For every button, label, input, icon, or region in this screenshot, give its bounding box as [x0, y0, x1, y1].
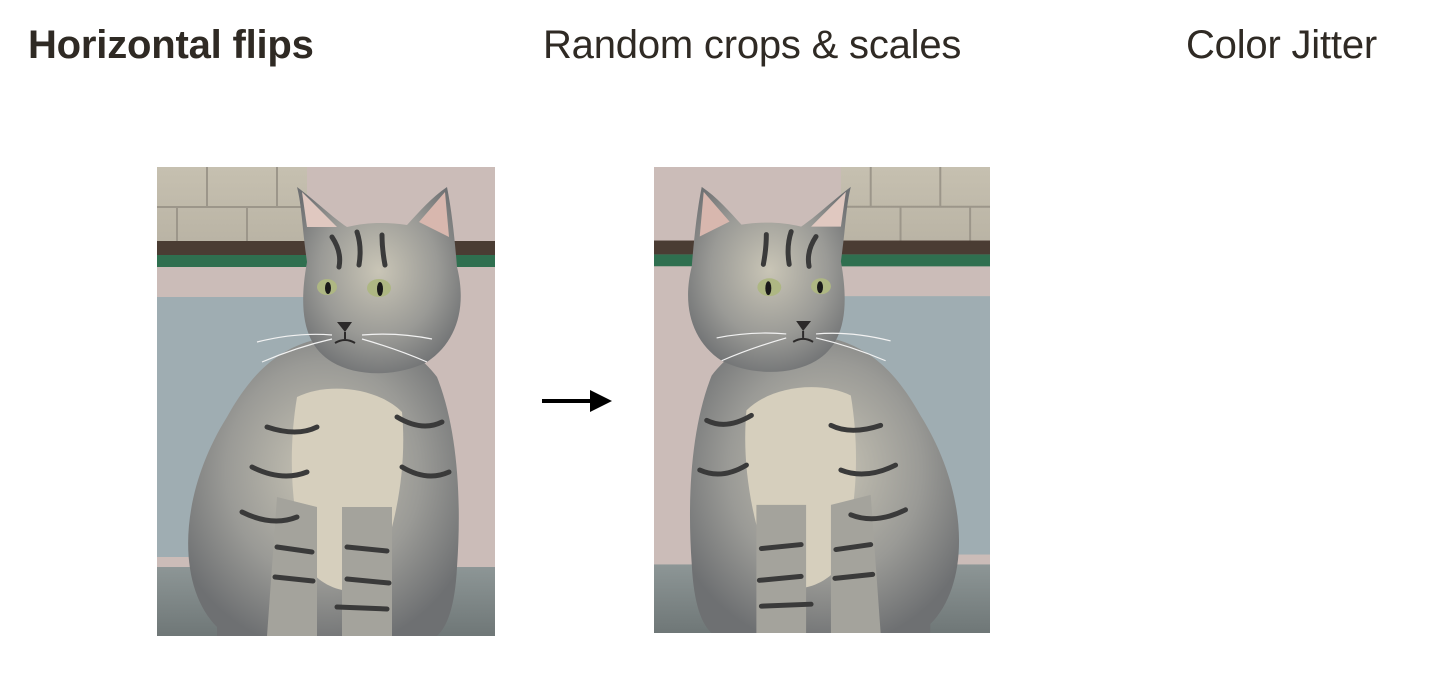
- cat-illustration: [157, 167, 495, 636]
- heading-color-jitter: Color Jitter: [1186, 23, 1377, 67]
- heading-random-crops-scales: Random crops & scales: [543, 23, 962, 67]
- cat-illustration-mirrored: [654, 167, 990, 633]
- original-cat-image: [157, 167, 495, 636]
- flipped-cat-image: [654, 167, 990, 633]
- heading-horizontal-flips: Horizontal flips: [28, 23, 314, 67]
- right-arrow-icon: [542, 390, 612, 412]
